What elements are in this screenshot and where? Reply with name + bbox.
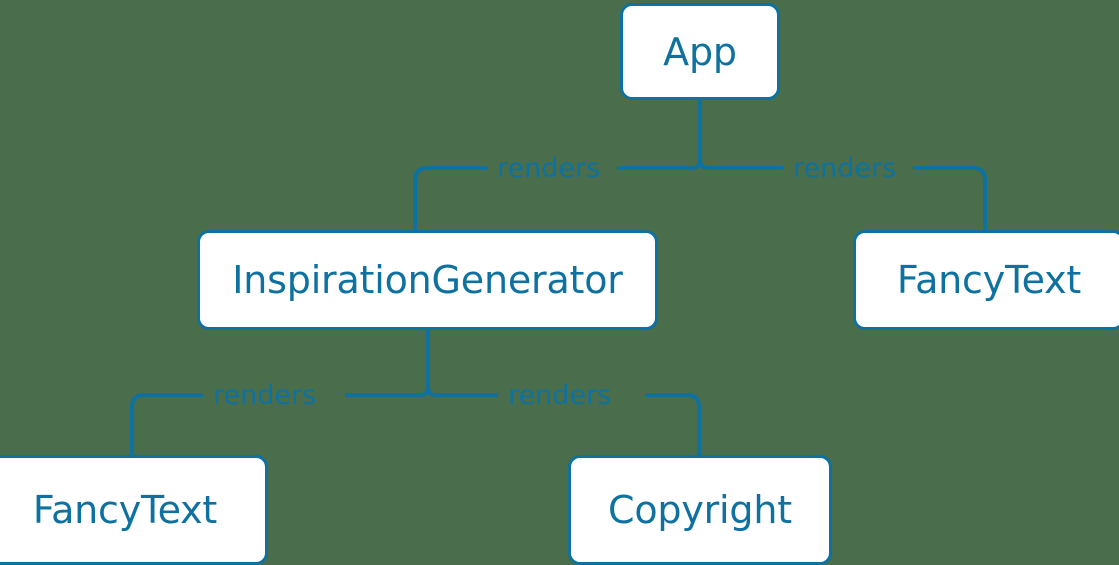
edge-label-inspirationgenerator-to-fancytext: renders [213, 380, 317, 411]
node-copyright[interactable]: Copyright [568, 455, 832, 565]
edge-app-split-right [698, 159, 783, 170]
edge-inspirationgenerator-to-copyright [645, 393, 701, 455]
node-app[interactable]: App [620, 3, 780, 100]
edge-inspirationgenerator-to-fancytext [130, 393, 203, 455]
edge-inspirationgenerator-split-left [345, 386, 430, 397]
edge-app-to-inspirationgenerator [413, 166, 487, 230]
node-inspiration-generator-label: InspirationGenerator [232, 258, 623, 302]
edge-label-app-to-inspirationgenerator: renders [497, 153, 601, 184]
edge-inspirationgenerator-split-right [426, 386, 498, 397]
node-inspiration-generator[interactable]: InspirationGenerator [197, 230, 658, 330]
node-fancy-text-bottom-left[interactable]: FancyText [0, 455, 268, 565]
node-fancy-text-right-label: FancyText [896, 258, 1082, 302]
node-fancy-text-bottom-left-label: FancyText [32, 488, 218, 532]
node-app-label: App [663, 29, 737, 74]
node-fancy-text-right[interactable]: FancyText [853, 230, 1119, 330]
edge-app-to-fancytext-right [913, 166, 987, 230]
edge-app-split-left [617, 159, 702, 170]
edge-label-app-to-fancytext-right: renders [793, 153, 897, 184]
node-copyright-label: Copyright [608, 488, 792, 532]
edge-label-inspirationgenerator-to-copyright: renders [508, 380, 612, 411]
